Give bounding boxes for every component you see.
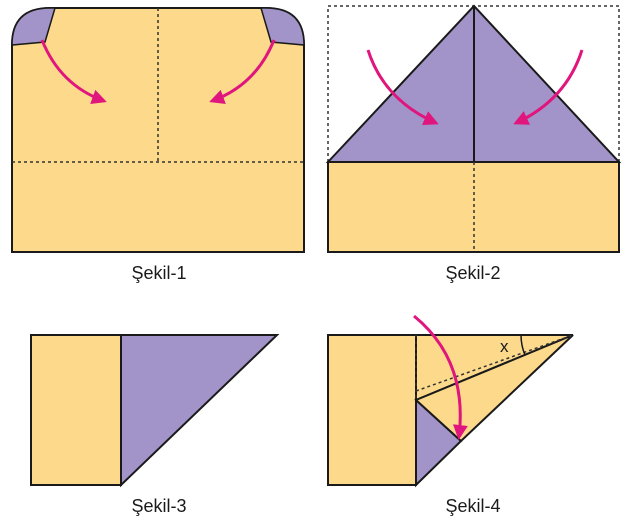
figure-3-caption: Şekil-3: [131, 496, 187, 516]
figure-2-left-arrow: [366, 49, 439, 126]
figure-4-fold-arrow: [413, 314, 468, 440]
figure-1-caption: Şekil-1: [131, 263, 187, 283]
figure-3-folded-triangle: [120, 334, 280, 488]
figure-4-angle-arc: [520, 334, 526, 356]
figure-4-caption: Şekil-4: [445, 496, 501, 516]
figure-4-paper: [327, 334, 417, 486]
figure-2-right-arrow: [513, 49, 584, 125]
figure-1-left-arrow: [40, 39, 107, 104]
figure-1: [11, 7, 305, 253]
figure-3-paper: [30, 334, 122, 486]
figure-1-left-flap: [11, 7, 57, 46]
figure-3: [30, 334, 280, 488]
figure-4: x: [327, 314, 574, 488]
figure-4-angle-label: x: [500, 337, 509, 356]
figure-2-caption: Şekil-2: [445, 263, 501, 283]
figure-1-right-arrow: [209, 39, 276, 104]
figure-2: [325, 4, 622, 253]
figure-4-diagonal-fold-line: [415, 334, 574, 392]
figure-1-right-flap: [259, 7, 305, 46]
figure-4-yellow-fold-flap: [414, 334, 574, 443]
